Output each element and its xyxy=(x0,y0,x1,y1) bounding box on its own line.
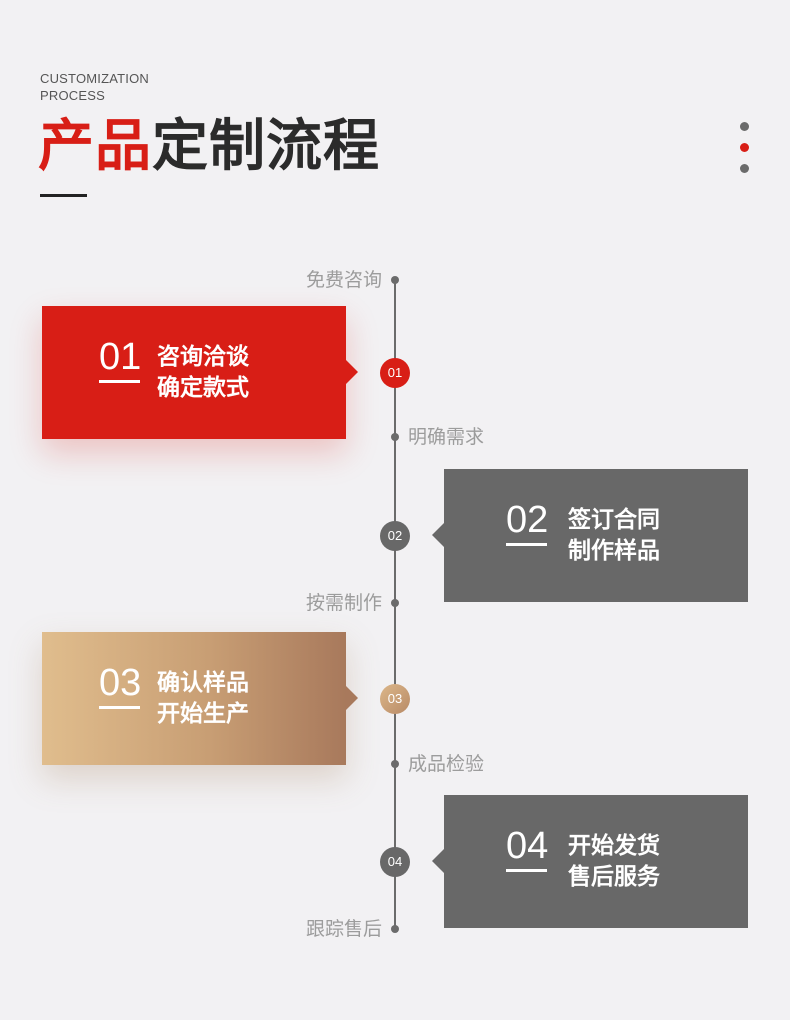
step-number: 02 xyxy=(506,499,549,541)
menu-dots-icon[interactable] xyxy=(740,122,750,185)
step-number: 04 xyxy=(506,825,549,867)
timeline-dot xyxy=(391,276,399,284)
timeline-dot xyxy=(391,760,399,768)
step-text: 签订合同 制作样品 xyxy=(568,505,660,567)
subtitle-line-2: PROCESS xyxy=(40,88,105,103)
step-card-03: 03 确认样品 开始生产 xyxy=(42,632,358,765)
card-pointer xyxy=(346,686,358,710)
step-number-underline xyxy=(506,869,547,872)
step-number: 01 xyxy=(99,336,142,378)
step-number-underline xyxy=(99,380,140,383)
step-text-line-2: 制作样品 xyxy=(568,538,660,564)
dot-2 xyxy=(740,143,749,152)
step-node-04: 04 xyxy=(380,847,410,877)
timeline-dot xyxy=(391,925,399,933)
step-text: 咨询洽谈 确定款式 xyxy=(157,342,249,404)
timeline-label-4: 成品检验 xyxy=(408,753,485,775)
step-node-01: 01 xyxy=(380,358,410,388)
page-title: 产品定制流程 xyxy=(38,112,380,182)
subtitle-english: CUSTOMIZATION PROCESS xyxy=(40,70,149,104)
timeline-dot xyxy=(391,433,399,441)
step-node-02: 02 xyxy=(380,521,410,551)
card-pointer xyxy=(346,360,358,384)
title-rest: 定制流程 xyxy=(152,114,380,179)
subtitle-line-1: CUSTOMIZATION xyxy=(40,71,150,86)
timeline-label-3: 按需制作 xyxy=(305,592,382,614)
step-card-02: 02 签订合同 制作样品 xyxy=(432,469,748,602)
step-text: 开始发货 售后服务 xyxy=(568,831,660,893)
step-text-line-2: 售后服务 xyxy=(568,864,660,890)
timeline-label-2: 明确需求 xyxy=(408,426,485,448)
step-text-line-1: 签订合同 xyxy=(568,507,660,533)
timeline-dot xyxy=(391,599,399,607)
step-text: 确认样品 开始生产 xyxy=(157,668,249,730)
step-card-04: 04 开始发货 售后服务 xyxy=(432,795,748,928)
title-underline xyxy=(40,194,87,197)
card-pointer xyxy=(432,849,444,873)
step-number-underline xyxy=(99,706,140,709)
step-text-line-2: 开始生产 xyxy=(157,701,249,727)
step-text-line-2: 确定款式 xyxy=(157,375,249,401)
timeline-label-5: 跟踪售后 xyxy=(305,918,382,940)
step-card-01: 01 咨询洽谈 确定款式 xyxy=(42,306,358,439)
step-text-line-1: 开始发货 xyxy=(568,833,660,859)
dot-3 xyxy=(740,164,749,173)
title-accent: 产品 xyxy=(38,114,152,179)
dot-1 xyxy=(740,122,749,131)
step-number-underline xyxy=(506,543,547,546)
step-number: 03 xyxy=(99,662,142,704)
step-text-line-1: 咨询洽谈 xyxy=(157,344,249,370)
step-text-line-1: 确认样品 xyxy=(157,670,249,696)
card-pointer xyxy=(432,523,444,547)
timeline-label-1: 免费咨询 xyxy=(305,269,382,291)
step-node-03: 03 xyxy=(380,684,410,714)
